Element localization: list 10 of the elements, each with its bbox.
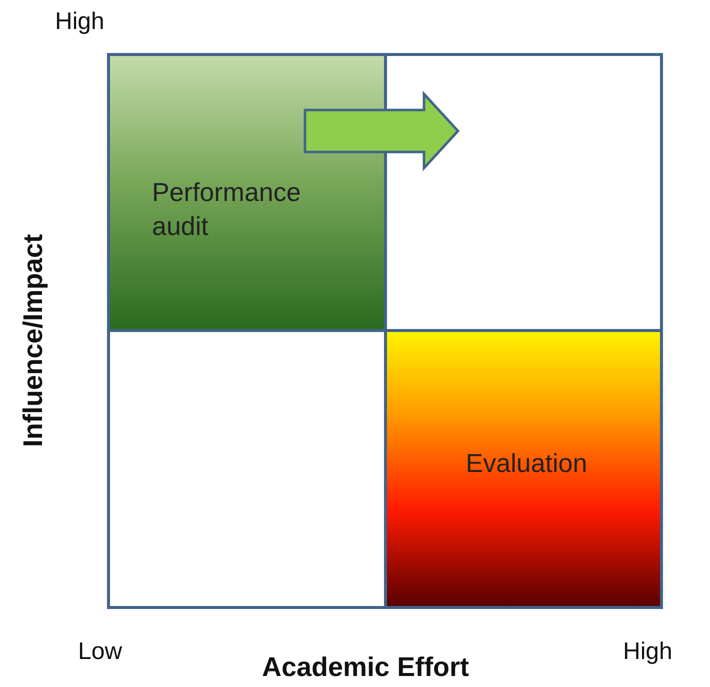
quadrant-box [384,329,663,609]
block-arrow [304,90,460,172]
quadrant-box [107,53,387,332]
axis-label: High [623,638,672,666]
quadrant-label: Evaluation [464,447,588,480]
quadrant-label: Performance audit [152,176,302,243]
axis-label: High [55,8,104,36]
axis-label: Low [78,638,122,666]
axis-title: Influence/Impact [18,233,50,447]
axis-title: Academic Effort [262,652,470,683]
